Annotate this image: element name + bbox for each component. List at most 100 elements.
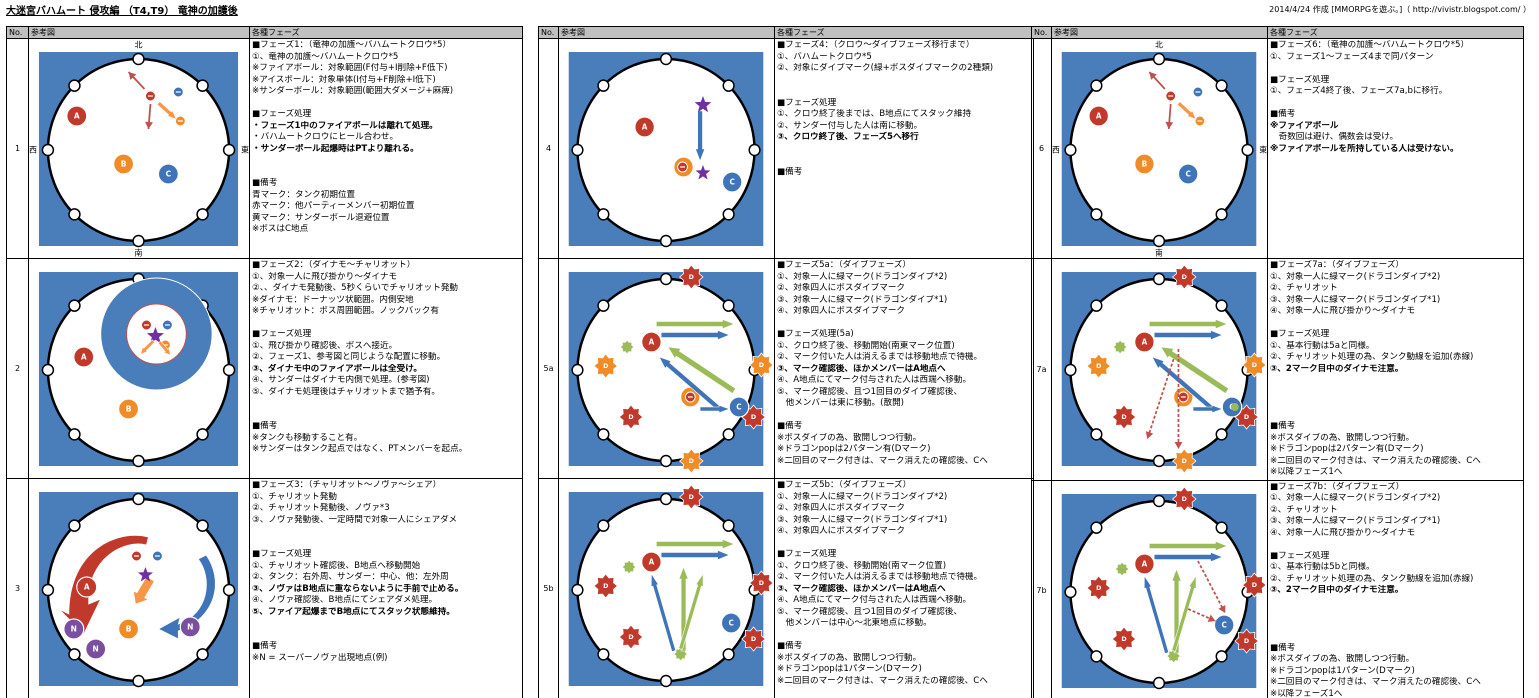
diagram-5b-dragon-n-shape bbox=[679, 484, 704, 510]
diagram-6-marker-b-circle bbox=[1134, 153, 1155, 175]
description-line: ①、対象一人に緑マーク(ドラゴンダイブ*2) bbox=[777, 491, 948, 502]
diagram-6-waymark-7 bbox=[1090, 79, 1103, 92]
description-line bbox=[777, 86, 1031, 98]
description-line bbox=[1270, 410, 1521, 422]
diagram-6: 北南西東ABC bbox=[1052, 40, 1267, 257]
diagram-1-marker-a-circle bbox=[66, 105, 88, 127]
diagram-7b-waymark-6 bbox=[1064, 585, 1077, 598]
diagram-6-waymark-5 bbox=[1090, 208, 1103, 221]
diagram-1-marker-b-label: B bbox=[121, 159, 127, 168]
diagram-7b-dragon-se: D bbox=[1234, 627, 1259, 654]
diagram-7b-dragon-w-shape bbox=[1086, 574, 1111, 601]
diagram-6-waymark-3 bbox=[1215, 208, 1228, 221]
compass-west: 西 bbox=[1052, 145, 1060, 154]
description-line: ③、マーク確認後、ほかメンバーはA地点へ bbox=[777, 363, 946, 374]
diagram-5b-dragon-w-shape bbox=[593, 573, 618, 599]
diagram-7a-dragon-sw-label: D bbox=[1121, 413, 1126, 421]
diagram-3-nova-e-label: N bbox=[187, 622, 193, 631]
description-line: ④、A地点にてマーク付与された人は西端へ移動。 bbox=[777, 375, 972, 385]
diagram-2-waymark-6 bbox=[41, 363, 55, 377]
description-line: ※N = スーパーノヴァ出現地点(例) bbox=[252, 652, 388, 663]
compass-south: 南 bbox=[135, 247, 143, 257]
diagram-3-marker-b-circle bbox=[117, 618, 140, 640]
diagram-7a-green-w-shape bbox=[1112, 339, 1128, 355]
diagram-5b-dragon-sw-label: D bbox=[628, 633, 633, 641]
description-line: ■フェーズ処理 bbox=[777, 549, 837, 559]
diagram-5b-marker-a-circle bbox=[641, 551, 662, 573]
diagram-3-arrow-left-arc bbox=[58, 534, 149, 635]
diagram-7b-marker-c-label: C bbox=[1222, 620, 1227, 629]
diagram-2-arrow-se bbox=[157, 340, 171, 356]
diagram-5b-dragon-n: D bbox=[679, 484, 704, 510]
diagram-5a-dragon-sw: D bbox=[618, 404, 644, 430]
diagram-7a-dragon-n: D bbox=[1172, 264, 1197, 290]
diagram-1-waymark-1 bbox=[196, 79, 209, 92]
row-number: 6 bbox=[1031, 38, 1052, 259]
diagram-7b-dragon-e-label: D bbox=[1252, 580, 1257, 588]
diagram-3-marker-b: B bbox=[117, 618, 140, 640]
description-line: ■フェーズ7a：（ダイブフェーズ） bbox=[1270, 260, 1405, 270]
diagram-5a-marker-c-circle bbox=[728, 396, 750, 418]
diagram-5b-dragon-se: D bbox=[741, 626, 766, 652]
diagram-7a-dragon-n-shape bbox=[1172, 264, 1197, 290]
description-line bbox=[777, 410, 1031, 422]
diagram-5a-dragon-s-shape bbox=[679, 448, 704, 474]
diagram-5b-green-w-shape bbox=[621, 559, 637, 575]
diagram-7b-waymark-0 bbox=[1152, 494, 1166, 507]
description-line: ※ドラゴンpopは1パターン(Dマーク) bbox=[1270, 665, 1415, 676]
description-line: ■フェーズ処理 bbox=[252, 549, 312, 559]
diagram-7b-arrow-blue-top bbox=[1153, 551, 1224, 562]
description-line: ③、対象一人に緑マーク(ドラゴンダイブ*1) bbox=[777, 294, 948, 305]
description-line: ④、サンダーはダイナモ内側で処理。(参考図) bbox=[252, 375, 430, 385]
diagram-3-waymark-5 bbox=[68, 648, 81, 661]
diagram-2-marker-b: B bbox=[117, 398, 140, 420]
diagram-7b-marker-c-circle bbox=[1213, 613, 1235, 636]
diagram-6-arrow-nw-head bbox=[1149, 72, 1157, 80]
description-line: ③、対象一人に緑マーク(ドラゴンダイブ*1) bbox=[1270, 516, 1441, 526]
diagram-4-marker-c-label: C bbox=[729, 177, 734, 186]
description-line: ※ファイアボール：対象範囲(F付与+I削除+F低下) bbox=[252, 63, 448, 73]
compass-north: 北 bbox=[1155, 40, 1163, 49]
diagram-2-boss-star bbox=[146, 327, 164, 344]
diagram-1-waymark-2 bbox=[222, 143, 236, 157]
diagram-3-waymark-7 bbox=[68, 519, 81, 532]
description-line: ⑤、ダイナモ処理後はチャリオットまで猶予有。 bbox=[252, 386, 440, 397]
phase-row-7a: 7aDDDDDDAC■フェーズ7a：（ダイブフェーズ）①、対象一人に緑マーク(ド… bbox=[1031, 258, 1524, 481]
description-line: ②、チャリオット処理の為、タンク動線を追加(赤線) bbox=[1270, 352, 1474, 362]
diagram-5a-green-w-shape bbox=[619, 339, 635, 355]
diagram-2-arrow-sw bbox=[140, 339, 156, 355]
diagram-7a-marker-a: A bbox=[1134, 331, 1155, 353]
description-line: ■備考 bbox=[1270, 421, 1296, 431]
description-line: ■フェーズ処理(5a) bbox=[777, 329, 854, 339]
diagram-5b-waymark-4 bbox=[659, 674, 673, 688]
diagram-7b-tank-line-e bbox=[1187, 607, 1216, 622]
diagram-6-marker-a: A bbox=[1088, 105, 1110, 127]
compass-south: 南 bbox=[1155, 247, 1163, 257]
diagram-5a-waymark-6 bbox=[571, 363, 584, 377]
diagram-7a-dragon-w: D bbox=[1086, 353, 1111, 379]
description-line: ①、バハムートクロウ*5 bbox=[777, 51, 872, 62]
diagram-7b-dragon-e-shape bbox=[1242, 571, 1267, 598]
diagram-5b-dragon-w: D bbox=[593, 573, 618, 599]
diagram-7a-dragon-s: D bbox=[1172, 448, 1197, 474]
description-line: ①、チャリオット発動 bbox=[252, 491, 337, 502]
diagram-7a-tank-line-down-head bbox=[1174, 442, 1183, 449]
description-line: ①、対象一人に緑マーク(ドラゴンダイブ*2) bbox=[1270, 493, 1441, 503]
description-line: ②、対象四人にボスダイブマーク bbox=[777, 283, 906, 293]
diagram-4-token-group bbox=[677, 161, 688, 173]
description-line: ■備考 bbox=[1270, 109, 1296, 119]
diagram-7b-waymark-5 bbox=[1090, 649, 1103, 663]
description-line: ②、タンク：右外周、サンダー：中心、他：左外周 bbox=[252, 572, 449, 582]
diagram-7b-dragon-e: D bbox=[1242, 571, 1267, 598]
diagram-7a-waymark-0 bbox=[1152, 272, 1166, 286]
description-line: ①、クロウ終了後までは、B地点にてスタック維持 bbox=[777, 109, 972, 119]
description-line bbox=[777, 144, 1031, 156]
diagram-6-marker-b-label: B bbox=[1142, 159, 1148, 168]
diagram-6-waymark-6 bbox=[1064, 143, 1077, 157]
